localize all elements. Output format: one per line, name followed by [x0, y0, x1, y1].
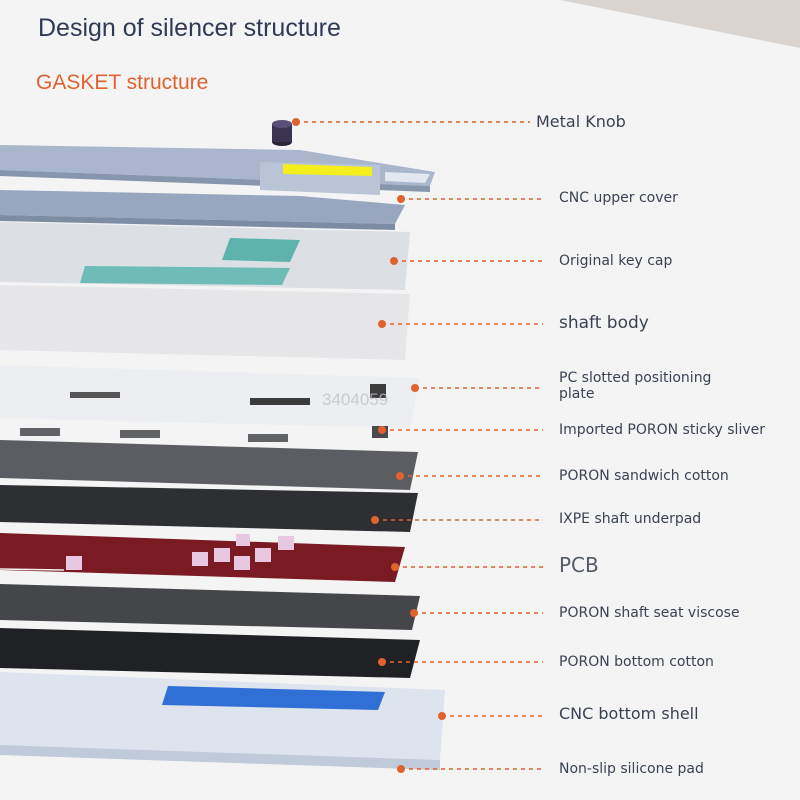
poron-sandwich-shape [0, 440, 418, 490]
label-pcb: PCB [559, 553, 599, 577]
label-poron-sandwich: PORON sandwich cotton [559, 468, 729, 484]
upper-cover-shape [0, 145, 435, 230]
pc-plate-shape [0, 365, 420, 428]
poron-bottom-shape [0, 628, 420, 678]
pcb-shape [0, 533, 405, 582]
leader-lines [296, 121, 543, 770]
label-cnc-upper-cover: CNC upper cover [559, 190, 678, 206]
poron-seat-shape [0, 584, 420, 630]
ixpe-underpad-shape [0, 485, 418, 532]
leader-dots [292, 118, 446, 773]
label-poron-bottom: PORON bottom cotton [559, 654, 714, 670]
switches-shape [0, 285, 410, 360]
poron-sliver-shape [20, 426, 388, 442]
label-silicone-pad: Non-slip silicone pad [559, 761, 704, 777]
page-title: Design of silencer structure [38, 14, 341, 42]
label-shaft-body: shaft body [559, 313, 649, 333]
page-subtitle: GASKET structure [36, 71, 209, 94]
keycaps-shape [0, 222, 410, 290]
label-poron-sliver: Imported PORON sticky sliver [559, 422, 765, 438]
label-ixpe-underpad: IXPE shaft underpad [559, 511, 702, 527]
watermark-text: 3404059 [322, 390, 389, 409]
metal-knob-shape [272, 120, 292, 146]
bottom-shell-shape [0, 672, 445, 770]
label-pc-plate: PC slotted positioning plate [559, 370, 712, 402]
label-metal-knob: Metal Knob [536, 112, 626, 131]
label-cnc-bottom-shell: CNC bottom shell [559, 704, 699, 723]
label-poron-seat: PORON shaft seat viscose [559, 605, 740, 621]
label-original-key-cap: Original key cap [559, 253, 673, 269]
